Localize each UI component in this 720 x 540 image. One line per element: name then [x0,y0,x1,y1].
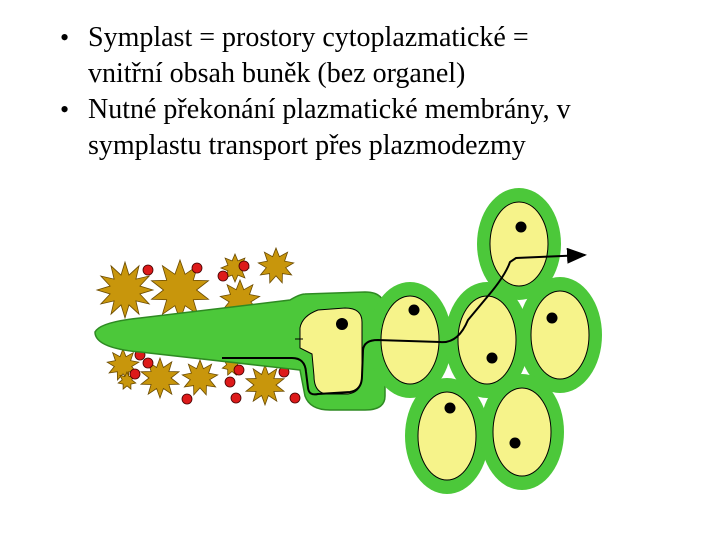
bullet-list: • Symplast = prostory cytoplazmatické = … [56,20,696,164]
root-hair-cell [94,291,386,411]
soil-particle [139,356,181,400]
soil-particle [106,347,140,382]
cell-mid-right [518,277,602,393]
cortex-cells [368,188,602,494]
ion-dot [142,264,154,276]
ion-dot [191,262,203,274]
nucleus [546,312,558,324]
cell-bottom-right [480,374,564,490]
ion-dot [233,364,245,376]
cell-bottom-left [405,378,489,494]
nucleus [336,318,348,330]
cell-mid-center [445,282,529,398]
soil-particle [244,363,286,407]
nucleus [444,402,456,414]
nucleus [515,221,527,233]
soil-particle [95,260,155,320]
bullet-line: Nutné překonání plazmatické membrány, v [88,94,571,125]
bullet-item-transport: • Nutné překonání plazmatické membrány, … [56,92,696,164]
ion-dot [142,357,154,369]
ions [129,260,301,405]
transport-path-arrow [222,247,587,396]
bullet-item-symplast: • Symplast = prostory cytoplazmatické = … [56,20,696,92]
bullet-dot: • [60,95,70,124]
bullet-line: symplastu transport přes plazmodezmy [88,130,526,161]
cell-top [477,188,561,300]
soil-particle [257,246,295,284]
ion-dot [217,270,229,282]
nucleus [509,437,521,449]
ion-dot [129,368,141,380]
ion-dot [181,393,193,405]
nucleus [408,304,420,316]
bullet-dot: • [60,23,70,52]
ion-dot [224,376,236,388]
ion-dot [289,392,301,404]
bullet-line: Symplast = prostory cytoplazmatické = [88,22,529,53]
ion-dot [230,392,242,404]
ion-dot [238,260,250,272]
nucleus [486,352,498,364]
soil-particle [181,358,219,396]
bullet-line: vnitřní obsah buněk (bez organel) [88,58,466,89]
cell-mid-left [368,282,452,398]
